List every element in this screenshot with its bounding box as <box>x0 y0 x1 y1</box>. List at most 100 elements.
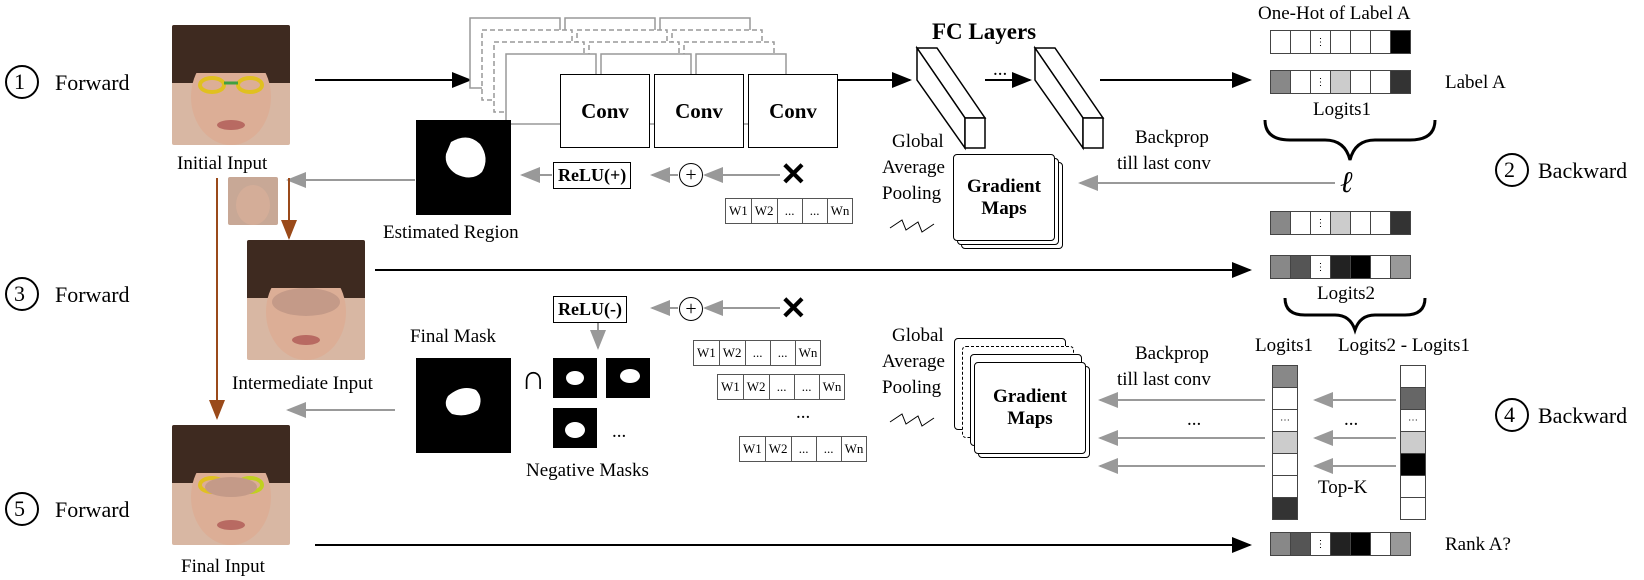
loss-symbol: ℓ <box>1340 166 1353 199</box>
final-input-image <box>172 425 290 545</box>
final-mask-caption: Final Mask <box>410 326 497 347</box>
step-2-label: Backward <box>1538 158 1628 183</box>
conv-box-1: Conv <box>560 74 650 148</box>
logits1-column-label: Logits1 <box>1255 335 1314 356</box>
weight-w1: W1 <box>694 341 720 365</box>
weight-ellipsis-1: ... <box>792 437 817 461</box>
gap-label-1b: Average <box>882 157 945 178</box>
weight-ellipsis-1: ... <box>778 199 803 223</box>
brace-logits2 <box>1283 297 1427 335</box>
blurred-thumbnail-image <box>228 177 278 225</box>
initial-input-image <box>172 25 290 145</box>
intermediate-input-caption: Intermediate Input <box>232 373 373 394</box>
step-2-number: 2 <box>1504 157 1515 182</box>
step-2-circle <box>1495 153 1529 187</box>
weight-w2: W2 <box>766 437 792 461</box>
negative-mask-3 <box>553 408 597 448</box>
step-3-circle <box>5 277 39 311</box>
step-5-label: Forward <box>55 497 130 522</box>
gradient-maps-top-line2: Maps <box>981 197 1027 219</box>
logits-diff-label: Logits2 - Logits1 <box>1338 335 1470 356</box>
logits1-vector: ⋮ <box>1270 70 1411 94</box>
negative-masks-ellipsis: ... <box>612 421 627 442</box>
estimated-region-caption: Estimated Region <box>383 222 519 243</box>
weight-ellipsis-1: ... <box>770 375 795 399</box>
weights-ellipsis: ... <box>796 402 811 423</box>
step-1-circle <box>5 65 39 99</box>
gradient-maps-bottom: Gradient Maps <box>974 362 1086 454</box>
negative-mask-2 <box>606 358 650 398</box>
input-flow-arrows <box>209 178 297 420</box>
gap-label-1c: Pooling <box>882 183 942 204</box>
label-a-text: Label A <box>1445 72 1506 93</box>
weight-w1: W1 <box>718 375 744 399</box>
conv-box-3: Conv <box>748 74 838 148</box>
negative-mask-1 <box>553 358 597 398</box>
step-1-number: 1 <box>14 69 25 94</box>
pooling-zigzag-2 <box>889 413 935 427</box>
gradient-maps-bottom-line1: Gradient <box>993 386 1067 407</box>
backprop-ellipsis-2: ... <box>1344 409 1359 430</box>
one-hot-vector: ⋮ <box>1270 30 1411 54</box>
gap-label-1a: Global <box>892 131 944 152</box>
top-k-label: Top-K <box>1318 477 1368 498</box>
step-3-number: 3 <box>14 281 25 306</box>
fc-layer-2 <box>1033 45 1105 151</box>
weight-ellipsis-2: ... <box>803 199 828 223</box>
backprop-label-2a: Backprop <box>1135 343 1209 364</box>
step-5-number: 5 <box>14 496 25 521</box>
forward-arrows <box>315 72 1252 553</box>
step-4-number: 4 <box>1504 402 1515 427</box>
gradient-maps-top-line1: Gradient <box>967 175 1041 197</box>
logits-diff-column-vector: ⋯ <box>1400 365 1426 520</box>
conv-box-2: Conv <box>654 74 744 148</box>
fc-layers-title: FC Layers <box>932 19 1037 44</box>
plus-node-top: + <box>679 163 703 187</box>
multiply-symbol-top: ✕ <box>780 156 807 192</box>
estimated-region-mask <box>416 120 511 215</box>
relu-negative-box: ReLU(-) <box>553 296 627 323</box>
weight-ellipsis-2: ... <box>771 341 796 365</box>
logits2-vector: ⋮ <box>1270 255 1411 279</box>
step-1-label: Forward <box>55 70 130 95</box>
weight-wn: Wn <box>798 345 818 360</box>
weight-w1: W1 <box>726 199 752 223</box>
backward-arrows <box>286 167 1396 474</box>
weight-wn: Wn <box>830 203 850 218</box>
logits1-column-vector: ⋯ <box>1272 365 1298 520</box>
weight-wn: Wn <box>822 379 842 394</box>
pooling-zigzag-1 <box>889 219 935 233</box>
rank-a-text: Rank A? <box>1445 534 1511 555</box>
final-logits-vector: ⋮ <box>1270 532 1411 556</box>
plus-node-bottom: + <box>679 297 703 321</box>
fc-layer-1 <box>915 45 987 151</box>
multiply-symbol-bottom: ✕ <box>780 290 807 326</box>
fc-ellipsis: ... <box>993 59 1008 80</box>
logits1-vector-copy: ⋮ <box>1270 211 1411 235</box>
backprop-ellipsis-1: ... <box>1187 409 1202 430</box>
step-4-label: Backward <box>1538 403 1628 428</box>
intersection-symbol: ∩ <box>521 360 546 397</box>
weight-w2: W2 <box>720 341 746 365</box>
brace-logits1 <box>1263 119 1437 161</box>
logits2-caption: Logits2 <box>1317 283 1376 304</box>
gradient-maps-top: Gradient Maps <box>953 154 1055 241</box>
step-4-circle <box>1495 398 1529 432</box>
backprop-label-1b: till last conv <box>1117 153 1211 174</box>
step-circles <box>5 65 1529 526</box>
final-mask-image <box>416 358 511 453</box>
weight-ellipsis-2: ... <box>795 375 820 399</box>
weight-wn: Wn <box>844 441 864 456</box>
backprop-label-2b: till last conv <box>1117 369 1211 390</box>
step-5-circle <box>5 492 39 526</box>
intermediate-input-image <box>247 240 365 360</box>
relu-positive-box: ReLU(+) <box>553 162 632 189</box>
gap-label-2c: Pooling <box>882 377 942 398</box>
step-3-label: Forward <box>55 282 130 307</box>
logits1-caption: Logits1 <box>1313 99 1372 120</box>
one-hot-label: One-Hot of Label A <box>1258 3 1411 24</box>
final-input-caption: Final Input <box>181 556 265 577</box>
